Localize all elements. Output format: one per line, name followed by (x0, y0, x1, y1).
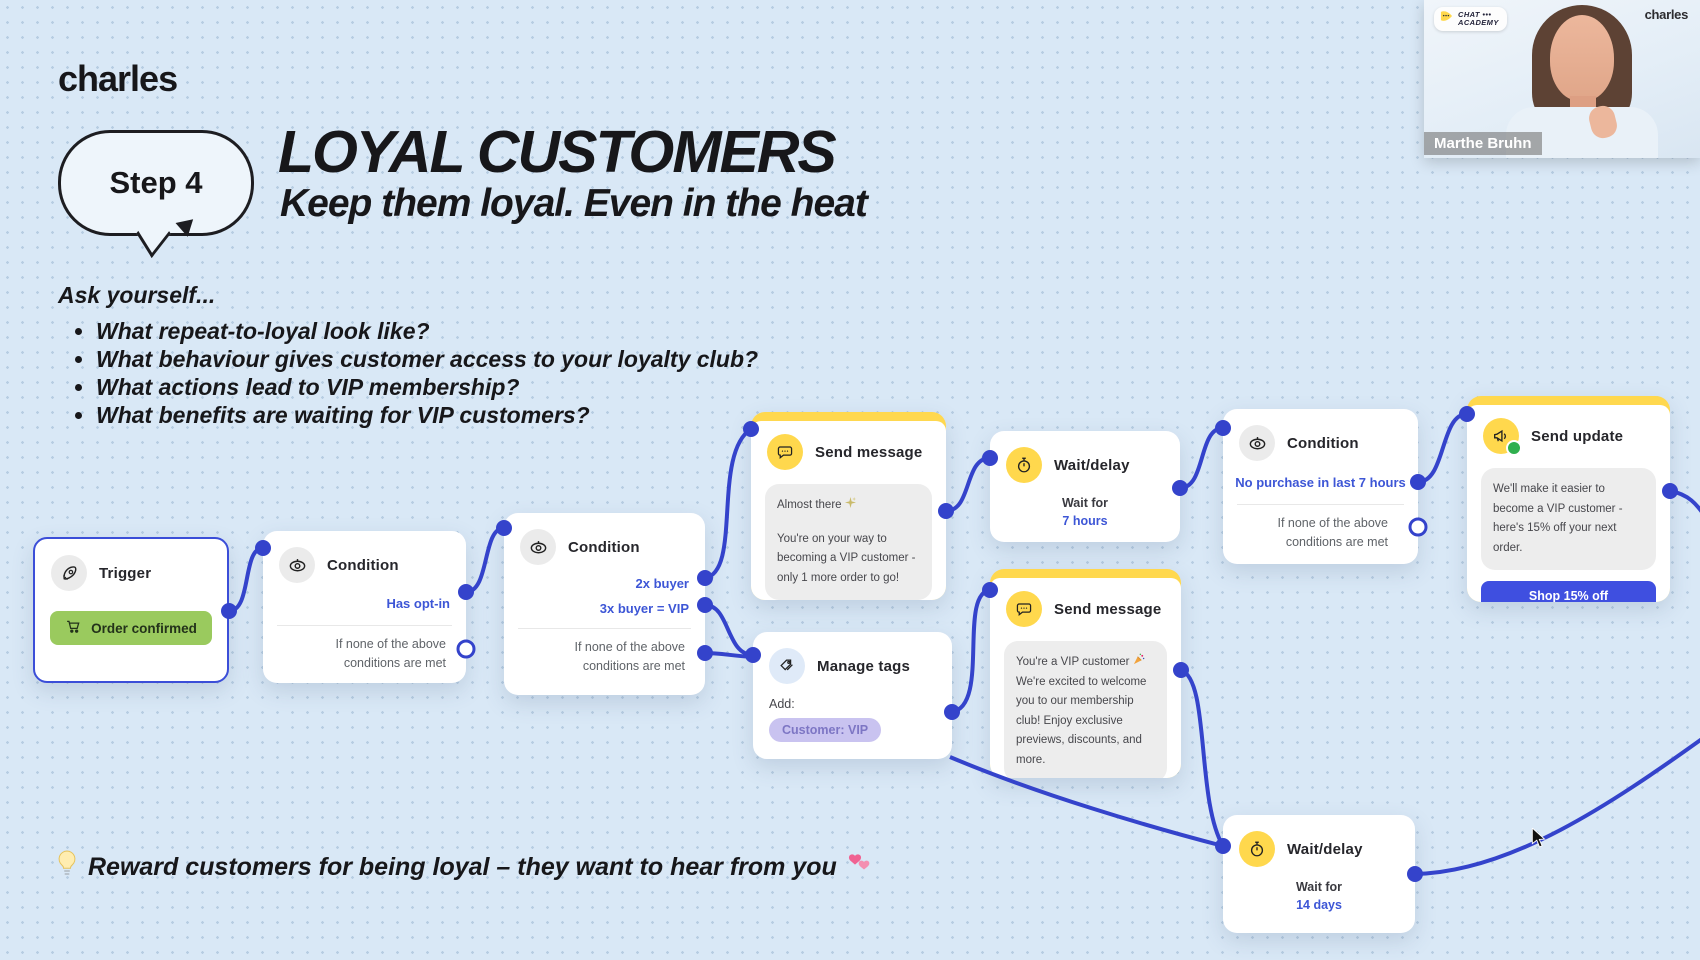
branch-has-opt-in[interactable]: Has opt-in (386, 596, 450, 611)
flow-node-send-message-almost[interactable]: Send message Almost there You're on your… (751, 412, 946, 600)
message-greeting: Almost there (777, 499, 842, 511)
update-body: We'll make it easier to become a VIP cus… (1493, 483, 1623, 554)
megaphone-icon (1483, 418, 1522, 456)
message-preview: You're a VIP customer We're excited to w… (1004, 641, 1167, 778)
brand-logo: charles (58, 58, 178, 99)
rocket-icon (51, 555, 87, 591)
order-confirmed-button[interactable]: Order confirmed (50, 611, 212, 645)
questions-block: Ask yourself... What repeat-to-loyal loo… (58, 282, 758, 429)
flow-node-condition-no-purchase[interactable]: Condition No purchase in last 7 hours If… (1223, 409, 1418, 564)
question-item: What actions lead to VIP membership? (96, 373, 758, 401)
webcam-video: CHAT ••• ACADEMY charles Marthe Bruhn (1424, 0, 1700, 158)
question-item: What benefits are waiting for VIP custom… (96, 401, 758, 429)
branch-3x-buyer-vip[interactable]: 3x buyer = VIP (599, 601, 689, 616)
page-title: LOYAL CUSTOMERS (278, 119, 837, 185)
badge-line2: ACADEMY (1458, 18, 1499, 27)
node-title: Send message (1054, 600, 1162, 618)
lightbulb-emoji (56, 850, 78, 884)
condition-eye-icon (520, 529, 556, 565)
flow-node-wait-7-hours[interactable]: Wait/delay Wait for 7 hours (990, 431, 1180, 542)
step-badge: Step 4 (58, 130, 254, 258)
branch-2x-buyer[interactable]: 2x buyer (635, 576, 689, 591)
mouse-cursor (1530, 826, 1548, 853)
sparkles-emoji (844, 497, 856, 511)
wait-for-label: Wait for (1295, 880, 1343, 894)
wait-duration[interactable]: 7 hours (1062, 514, 1108, 528)
chat-academy-logo-icon (1439, 10, 1454, 28)
shop-15-off-button[interactable]: Shop 15% off (1481, 581, 1656, 602)
fallback-text: If none of the above conditions are met (574, 640, 685, 673)
branch-no-purchase[interactable]: No purchase in last 7 hours (1235, 475, 1406, 490)
flow-node-trigger[interactable]: Trigger Order confirmed (33, 537, 229, 683)
node-title: Wait/delay (1287, 840, 1363, 858)
webcam-watermark: charles (1644, 7, 1689, 22)
message-preview: Almost there You're on your way to becom… (765, 484, 932, 600)
order-confirmed-label: Order confirmed (91, 620, 197, 636)
node-title: Condition (568, 538, 640, 556)
page-subtitle: Keep them loyal. Even in the heat (280, 182, 868, 225)
flow-node-manage-tags[interactable]: Manage tags Add: Customer: VIP (753, 632, 952, 759)
node-title: Send update (1531, 427, 1624, 445)
node-title: Trigger (99, 564, 152, 582)
step-badge-label: Step 4 (109, 165, 203, 200)
party-popper-emoji (1133, 653, 1145, 668)
node-title: Wait/delay (1054, 456, 1130, 474)
divider (1237, 504, 1404, 505)
presenter-face (1550, 15, 1614, 101)
customer-vip-tag[interactable]: Customer: VIP (769, 718, 882, 742)
chat-bubble-icon (1006, 591, 1042, 627)
divider (277, 625, 452, 626)
speech-bubble-tail (136, 209, 171, 258)
node-title: Manage tags (817, 657, 911, 675)
add-label: Add: (769, 697, 795, 711)
message-greeting: You're a VIP customer (1016, 656, 1130, 668)
fallback-text: If none of the above conditions are met (1277, 516, 1388, 549)
flow-node-condition-buyer[interactable]: Condition 2x buyer 3x buyer = VIP If non… (504, 513, 705, 695)
flow-node-wait-14-days[interactable]: Wait/delay Wait for 14 days (1223, 815, 1415, 933)
flow-node-send-message-vip[interactable]: Send message You're a VIP customer We're… (990, 569, 1181, 778)
questions-list: What repeat-to-loyal look like? What beh… (58, 317, 758, 429)
node-title: Condition (1287, 434, 1359, 452)
stopwatch-icon (1006, 447, 1042, 483)
condition-eye-icon (279, 547, 315, 583)
flow-node-condition-optin[interactable]: Condition Has opt-in If none of the abov… (263, 531, 466, 683)
update-preview: We'll make it easier to become a VIP cus… (1481, 468, 1656, 571)
tip-line: Reward customers for being loyal – they … (56, 850, 872, 884)
chat-academy-badge: CHAT ••• ACADEMY (1434, 7, 1507, 31)
tip-text: Reward customers for being loyal – they … (88, 852, 837, 881)
chat-academy-label: CHAT ••• ACADEMY (1458, 9, 1499, 28)
cart-icon (65, 618, 82, 638)
badge-line1: CHAT ••• (1458, 9, 1492, 19)
chat-bubble-icon (767, 434, 803, 470)
question-item: What repeat-to-loyal look like? (96, 317, 758, 345)
stopwatch-icon (1239, 831, 1275, 867)
presenter-name-tag: Marthe Bruhn (1424, 132, 1542, 155)
questions-intro: Ask yourself... (58, 282, 216, 308)
wait-duration[interactable]: 14 days (1296, 898, 1342, 912)
node-title: Condition (327, 556, 399, 574)
speech-bubble-notch (175, 219, 197, 239)
question-item: What behaviour gives customer access to … (96, 345, 758, 373)
fallback-text: If none of the above conditions are met (335, 637, 446, 670)
message-body: You're on your way to becoming a VIP cus… (777, 532, 916, 584)
message-body-inline: We're excited to welcome you to our memb… (1016, 675, 1147, 766)
node-title: Send message (815, 443, 923, 461)
status-dot (1506, 440, 1522, 456)
wait-for-label: Wait for (1061, 496, 1109, 510)
tags-icon (769, 648, 805, 684)
condition-eye-icon (1239, 425, 1275, 461)
divider (518, 628, 691, 629)
two-hearts-emoji (847, 852, 872, 882)
flow-node-send-update[interactable]: Send update We'll make it easier to beco… (1467, 396, 1670, 602)
